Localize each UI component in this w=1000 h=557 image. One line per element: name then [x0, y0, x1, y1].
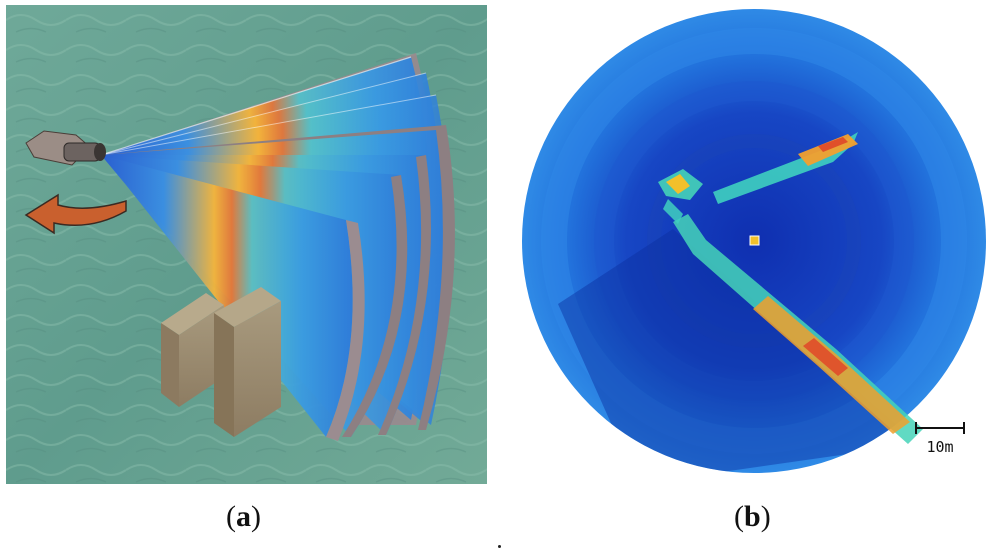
sonar-echo-returns	[658, 132, 923, 444]
sonar-3d-scene	[6, 5, 487, 484]
rotation-arrow-icon	[24, 193, 127, 235]
sonar-device-icon	[25, 130, 106, 166]
sonar-center-marker	[749, 235, 760, 246]
panel-b-sonar-scan: 10m	[518, 4, 994, 478]
caption-panel-b: (b)	[734, 500, 771, 533]
sonar-slice-front	[101, 155, 353, 437]
block-front-face	[234, 301, 281, 437]
wall-echo	[713, 132, 858, 204]
sonar-slice-front-edge	[326, 220, 365, 441]
caption-panel-a: (a)	[226, 500, 261, 533]
underwater-blocks	[161, 287, 281, 437]
scale-bar: 10m	[915, 422, 965, 456]
separator-dot	[498, 545, 501, 548]
panel-a-sonar-3d-illustration	[6, 5, 487, 484]
sonar-scan-image: 10m	[522, 9, 986, 473]
scale-bar-label: 10m	[926, 438, 953, 456]
